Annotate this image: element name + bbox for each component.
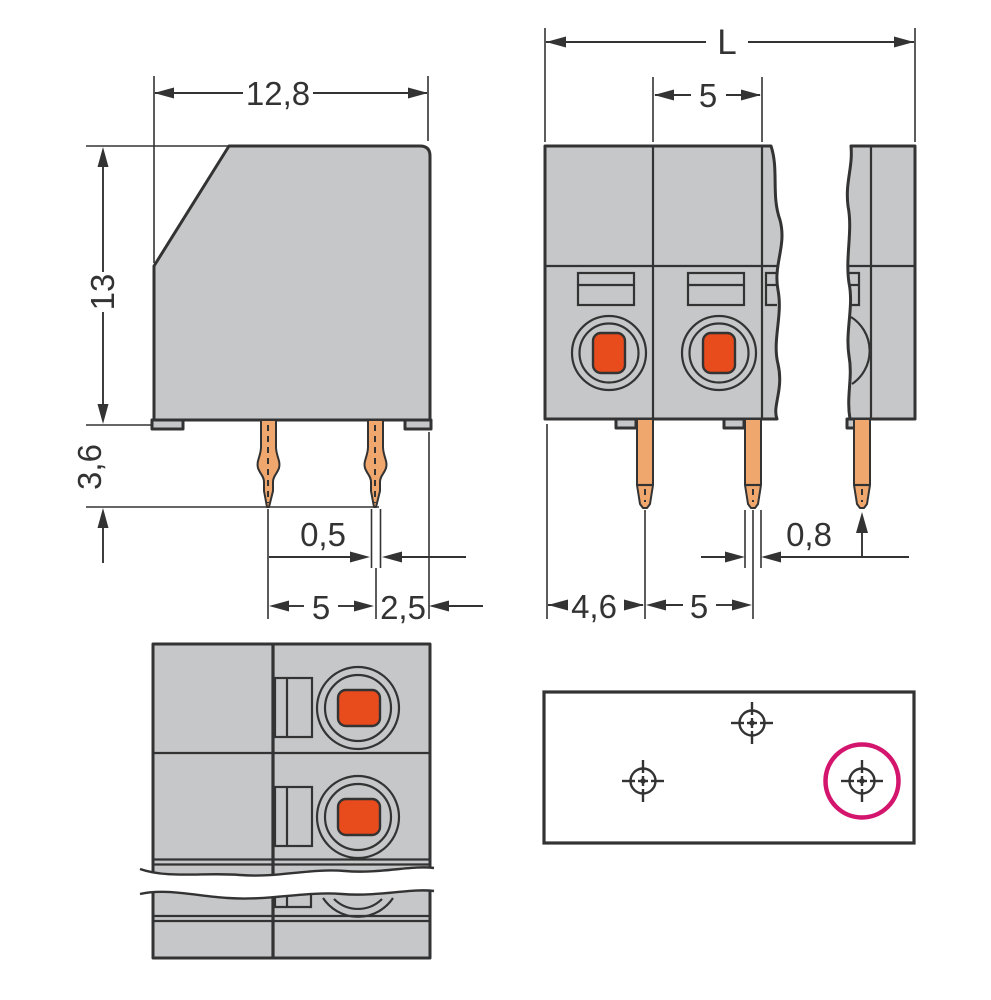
dim-overall-width: 12,8 — [153, 75, 429, 263]
wire-entry-hole — [323, 673, 393, 743]
dim-pin-thickness-label: 0,8 — [786, 516, 832, 553]
clamp-unit — [273, 774, 401, 860]
arrowhead — [761, 551, 781, 563]
top-view — [139, 642, 435, 960]
up-arrow-icon — [856, 512, 868, 557]
housing-foot-right — [403, 418, 433, 431]
housing-plan-outline — [151, 642, 432, 960]
arrowhead — [97, 508, 109, 528]
dim-pin-width-label: 0,5 — [300, 516, 346, 553]
clamp-unit — [570, 271, 648, 392]
housing-peg — [722, 417, 746, 430]
clamp-fragment — [273, 892, 394, 918]
arrowhead — [354, 600, 374, 612]
dim-front-pin-pitch-label: 5 — [690, 588, 708, 625]
wire-entry-ring — [315, 665, 401, 751]
dim-overall-width-label: 12,8 — [246, 75, 310, 112]
push-button — [336, 797, 382, 837]
break-line — [139, 889, 435, 900]
wire-entry-hole — [578, 322, 640, 384]
arrowhead — [350, 551, 370, 563]
arrowhead — [654, 89, 674, 101]
arrowhead — [269, 600, 289, 612]
dim-height: 13 — [84, 145, 231, 426]
actuation-slot — [273, 676, 314, 739]
arrowhead — [741, 89, 761, 101]
wire-entry-ring — [570, 314, 648, 392]
dim-pole-pitch-label: 5 — [699, 77, 717, 114]
housing-foot-left — [150, 418, 185, 431]
arrowhead — [97, 404, 109, 424]
dim-pin-thickness: 0,8 — [701, 510, 909, 568]
clamp-unit — [680, 271, 758, 392]
break-line — [139, 866, 435, 877]
push-button — [591, 331, 627, 375]
dim-edge-to-pin-label: 4,6 — [571, 588, 617, 625]
solder-pin — [256, 419, 281, 508]
arrowhead — [894, 36, 914, 48]
arrowhead — [546, 36, 566, 48]
dim-pin-width: 0,5 — [269, 509, 466, 568]
arrowhead — [408, 87, 428, 99]
drill-hole-marker — [620, 758, 666, 804]
arrowhead — [856, 512, 868, 533]
push-button — [336, 688, 382, 728]
dim-pin-length: 3,6 — [71, 444, 379, 563]
dim-pin-length-label: 3,6 — [71, 444, 108, 490]
side-view: 12,8 13 3,6 0,5 — [71, 75, 483, 626]
highlight-circle — [823, 742, 901, 820]
front-view: L 5 0,8 — [543, 23, 917, 625]
drill-hole-marker — [729, 700, 775, 746]
arrowhead — [97, 147, 109, 167]
solder-pin — [635, 417, 655, 510]
section-arc — [333, 898, 383, 910]
wire-entry-ring — [680, 314, 758, 392]
dim-pin-to-edge-label: 2,5 — [380, 589, 426, 626]
dim-pin-spacing: 5 2,5 — [267, 432, 483, 626]
arrowhead — [732, 599, 752, 611]
clamp-unit — [273, 665, 401, 751]
pcb-outline — [542, 690, 916, 845]
arrowhead — [154, 87, 174, 99]
dim-height-label: 13 — [84, 274, 121, 311]
housing-peg — [614, 417, 638, 430]
drill-hole-marker — [839, 758, 885, 804]
actuation-slot — [686, 271, 746, 307]
section-arc — [850, 316, 871, 385]
section-arc — [322, 897, 394, 918]
push-button — [701, 331, 737, 375]
clamp-fragment — [764, 271, 871, 385]
arrowhead — [725, 551, 745, 563]
dim-pole-pitch: 5 — [652, 77, 763, 142]
housing-side-profile — [152, 144, 432, 422]
arrowhead — [646, 599, 666, 611]
housing-front-right-fragment — [845, 144, 917, 421]
wire-entry-ring — [315, 774, 401, 860]
dim-pin-spacing-label: 5 — [312, 589, 330, 626]
arrowhead — [382, 551, 402, 563]
solder-pin — [852, 417, 872, 510]
solder-pin — [743, 417, 763, 510]
actuation-slot — [273, 785, 314, 848]
arrowhead — [429, 600, 449, 612]
actuation-slot — [576, 271, 636, 307]
solder-pin — [363, 419, 388, 508]
dim-total-length: L — [544, 23, 916, 142]
break-band — [139, 866, 435, 900]
wire-entry-hole — [323, 782, 393, 852]
dim-edge-to-pin: 4,6 5 — [546, 424, 754, 625]
drilling-plan — [542, 690, 916, 845]
wire-entry-hole — [688, 322, 750, 384]
dim-total-length-label: L — [717, 23, 736, 62]
